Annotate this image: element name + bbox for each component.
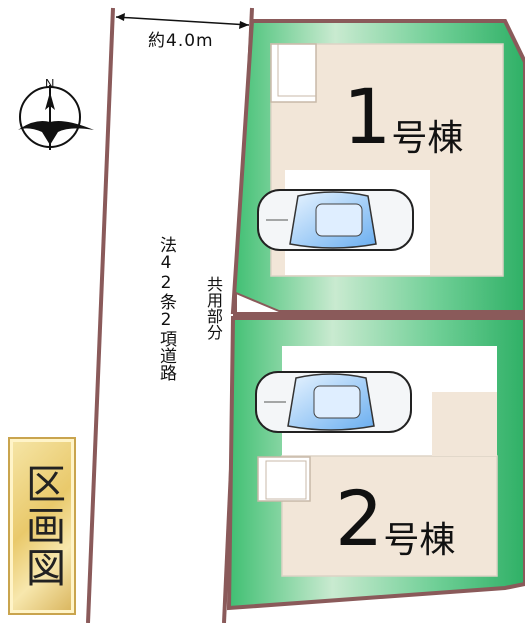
plan-title-label: 区画図 [19,463,65,589]
lot-2-label: 2号棟 [335,474,455,563]
car-1 [257,189,414,251]
compass-north-label: N [45,76,54,91]
plan-title-badge: 区画図 [8,437,76,615]
lot-2-building [281,455,498,577]
car-2 [255,371,412,433]
road-width-dimension [115,13,250,29]
shared-portion-label: 共用部分 [204,276,223,340]
compass-icon [18,85,94,150]
road-name-label: 法42条2項道路 [156,236,176,381]
road-edge-left [86,7,115,623]
lot-1-label: 1号棟 [343,72,463,161]
lot-2-entrance [257,456,311,502]
lot-2-number: 2 [335,474,384,563]
lot-1-suffix: 号棟 [391,118,464,159]
lot-1-number: 1 [343,72,392,161]
road-width-label: 約4.0m [148,31,214,51]
lot-2-suffix: 号棟 [383,520,456,561]
